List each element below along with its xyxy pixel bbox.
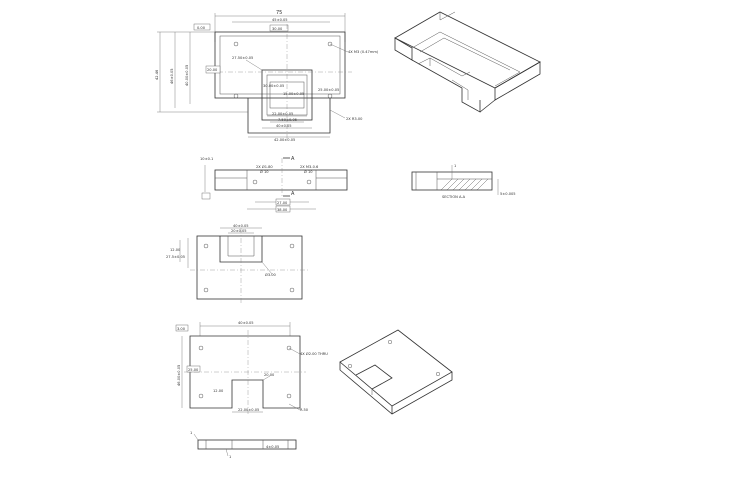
mid-w2-label: 20±0.05 [231, 229, 247, 233]
width-30-label: 30.00 [272, 27, 283, 31]
right-height-label: 25.00±0.05 [318, 88, 339, 92]
fillet-label: 2X R3.00 [346, 117, 363, 121]
edge-view: 1 1 4±0.05 [190, 431, 297, 459]
flange-width-label: 40±0.05 [276, 124, 292, 128]
mid-h2-label: 27.5±0.05 [166, 255, 185, 259]
plate-hole-note: 4X Ø2.00 THRU [300, 351, 328, 356]
isometric-frame-view [394, 11, 541, 113]
mid-w1-label: 40±0.05 [233, 224, 249, 228]
cavity-inner-label: 7.50±0.05 [278, 118, 297, 122]
slot-width-label: 30.00±0.05 [263, 84, 284, 88]
plate-radius-label: R.50 [300, 408, 309, 412]
plate-slot-height-label: 25.00 [188, 368, 199, 372]
height-46-label: 46±0.05 [170, 68, 174, 84]
section-value-label: 5±0.005 [500, 192, 516, 196]
right-hole-depth-label: Ø 10 [304, 169, 313, 174]
top-plan-view: 75 45±0.05 30.00 0.00 42.46 46±0.05 40. [155, 10, 379, 142]
right-hole-label: 2X M3-0.6 [300, 165, 319, 169]
front-view: 10±0.1 2X Ø1.80 Ø 10 2X M3-0.6 Ø 10 A A … [200, 156, 348, 213]
plate-offset-label: 3.00 [177, 327, 186, 331]
front-inner-dim: 27.00 [277, 201, 288, 205]
section-title-label: SECTION A-A [442, 195, 466, 199]
ref-20-label: 20.00 [207, 68, 218, 72]
mid-hole-label: Ø3.00 [265, 272, 277, 277]
mid-h1-label: 12.00 [170, 248, 181, 252]
height-total-label: 42.46 [155, 69, 159, 80]
hole-note-label: 4X M3 (0.47mm) [348, 50, 379, 54]
cavity-width-label: 22.00±0.05 [272, 112, 293, 116]
bottom-plate-view: 40±0.05 3.00 46.00±0.05 25.00 4X Ø2.00 T… [175, 321, 328, 414]
plate-width-label: 40±0.05 [238, 321, 254, 325]
plate-height-label: 46.00±0.05 [177, 365, 181, 386]
section-mark-bottom: A [291, 191, 295, 197]
middle-plate-view: 40±0.05 20±0.05 12.00 27.5±0.05 Ø3.00 [166, 224, 308, 305]
isometric-plate-view [339, 329, 453, 415]
section-hatch [440, 178, 489, 191]
edge-marker-b: 1 [229, 455, 231, 459]
width-45-label: 45±0.05 [272, 18, 288, 22]
edge-thickness-label: 4±0.05 [266, 445, 279, 449]
base-width-label: 42.00±0.05 [274, 138, 295, 142]
height-40-label: 40.00±0.05 [185, 65, 189, 86]
front-outer-dim: 38.00 [277, 208, 288, 212]
left-hole-depth-label: Ø 10 [260, 169, 269, 174]
ref-zero-label: 0.00 [197, 26, 206, 30]
plate-cut-width-label: 20.00 [264, 373, 275, 377]
left-hole-label: 2X Ø1.80 [256, 164, 273, 169]
edge-marker-a: 1 [190, 431, 192, 435]
plate-base-dim-label: 22.00±0.05 [238, 408, 259, 412]
overall-width-label: 75 [276, 10, 282, 16]
plate-cut-height-label: 12.00 [213, 389, 224, 393]
front-height-label: 10±0.1 [200, 157, 213, 161]
section-marker-label: 1 [454, 164, 456, 168]
slot-depth-a-label: 27.50±0.05 [232, 56, 253, 60]
section-mark-top: A [291, 156, 295, 162]
slot-depth-b-label: 15.00±0.05 [283, 92, 304, 96]
section-aa-view: 1 5±0.005 SECTION A-A [411, 164, 516, 199]
